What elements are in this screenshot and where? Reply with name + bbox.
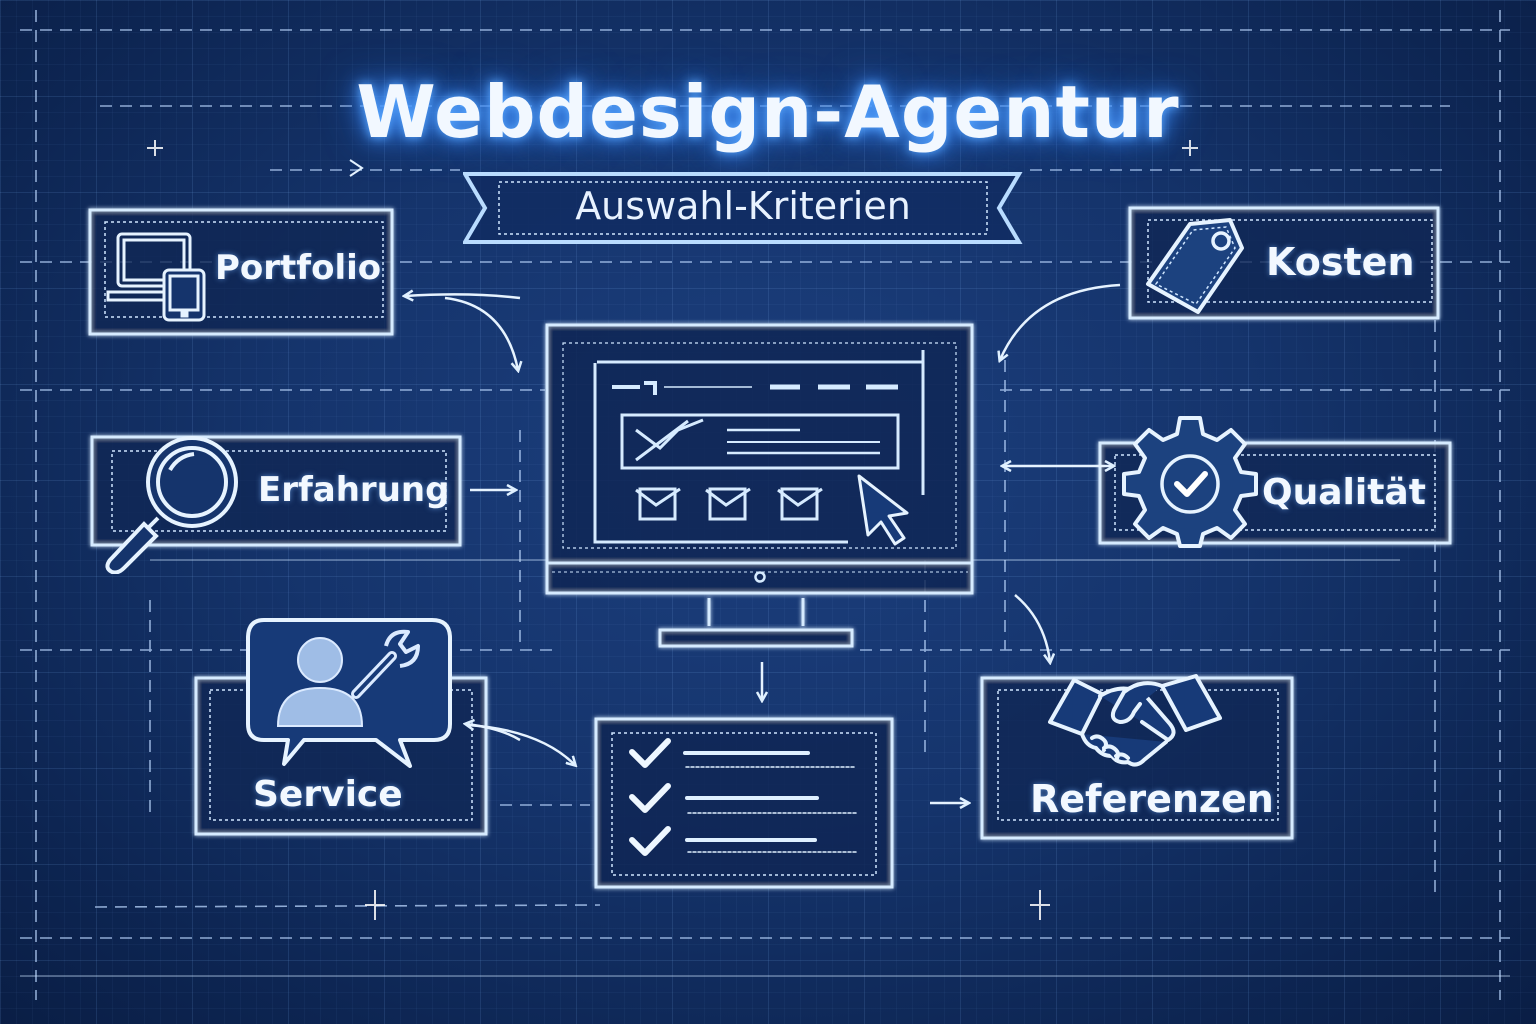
criterion-service: Service bbox=[253, 774, 403, 815]
cursor-icon bbox=[857, 474, 909, 546]
page-title: Webdesign-Agentur bbox=[356, 70, 1180, 154]
support-person-wrench-icon bbox=[246, 618, 452, 768]
gear-check-icon bbox=[1122, 416, 1258, 548]
subtitle: Auswahl-Kriterien bbox=[575, 184, 911, 228]
subtitle-ribbon bbox=[463, 172, 1023, 244]
laptop-tablet-icon bbox=[106, 232, 206, 322]
criterion-kosten: Kosten bbox=[1266, 240, 1415, 284]
criterion-portfolio: Portfolio bbox=[215, 248, 382, 288]
magnifying-glass-icon bbox=[105, 436, 238, 574]
criterion-referenzen: Referenzen bbox=[1030, 777, 1274, 821]
handshake-icon bbox=[1048, 674, 1222, 767]
criterion-erfahrung: Erfahrung bbox=[258, 470, 450, 510]
price-tag-icon bbox=[1146, 218, 1244, 314]
criterion-qualitaet: Qualität bbox=[1262, 472, 1426, 513]
